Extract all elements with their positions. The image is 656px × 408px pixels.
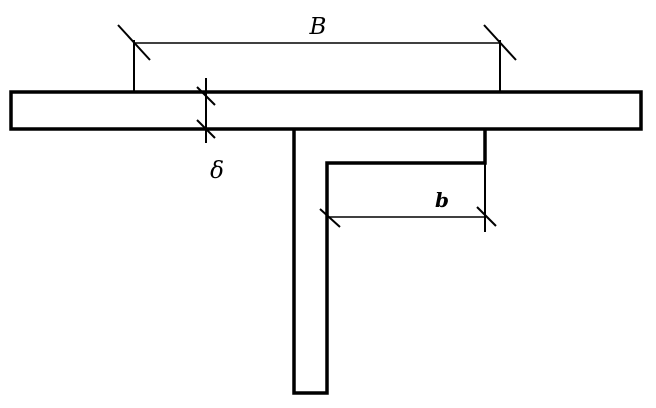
label-leg-width: b xyxy=(435,188,449,212)
dimension-b-upper xyxy=(117,24,517,92)
label-flange-width: B xyxy=(309,14,327,40)
label-flange-thickness: δ xyxy=(210,158,224,184)
dimension-delta xyxy=(196,78,216,143)
flange-plate xyxy=(9,90,643,131)
dimension-b-lower xyxy=(319,163,497,232)
web-and-leg-outline xyxy=(292,129,487,395)
